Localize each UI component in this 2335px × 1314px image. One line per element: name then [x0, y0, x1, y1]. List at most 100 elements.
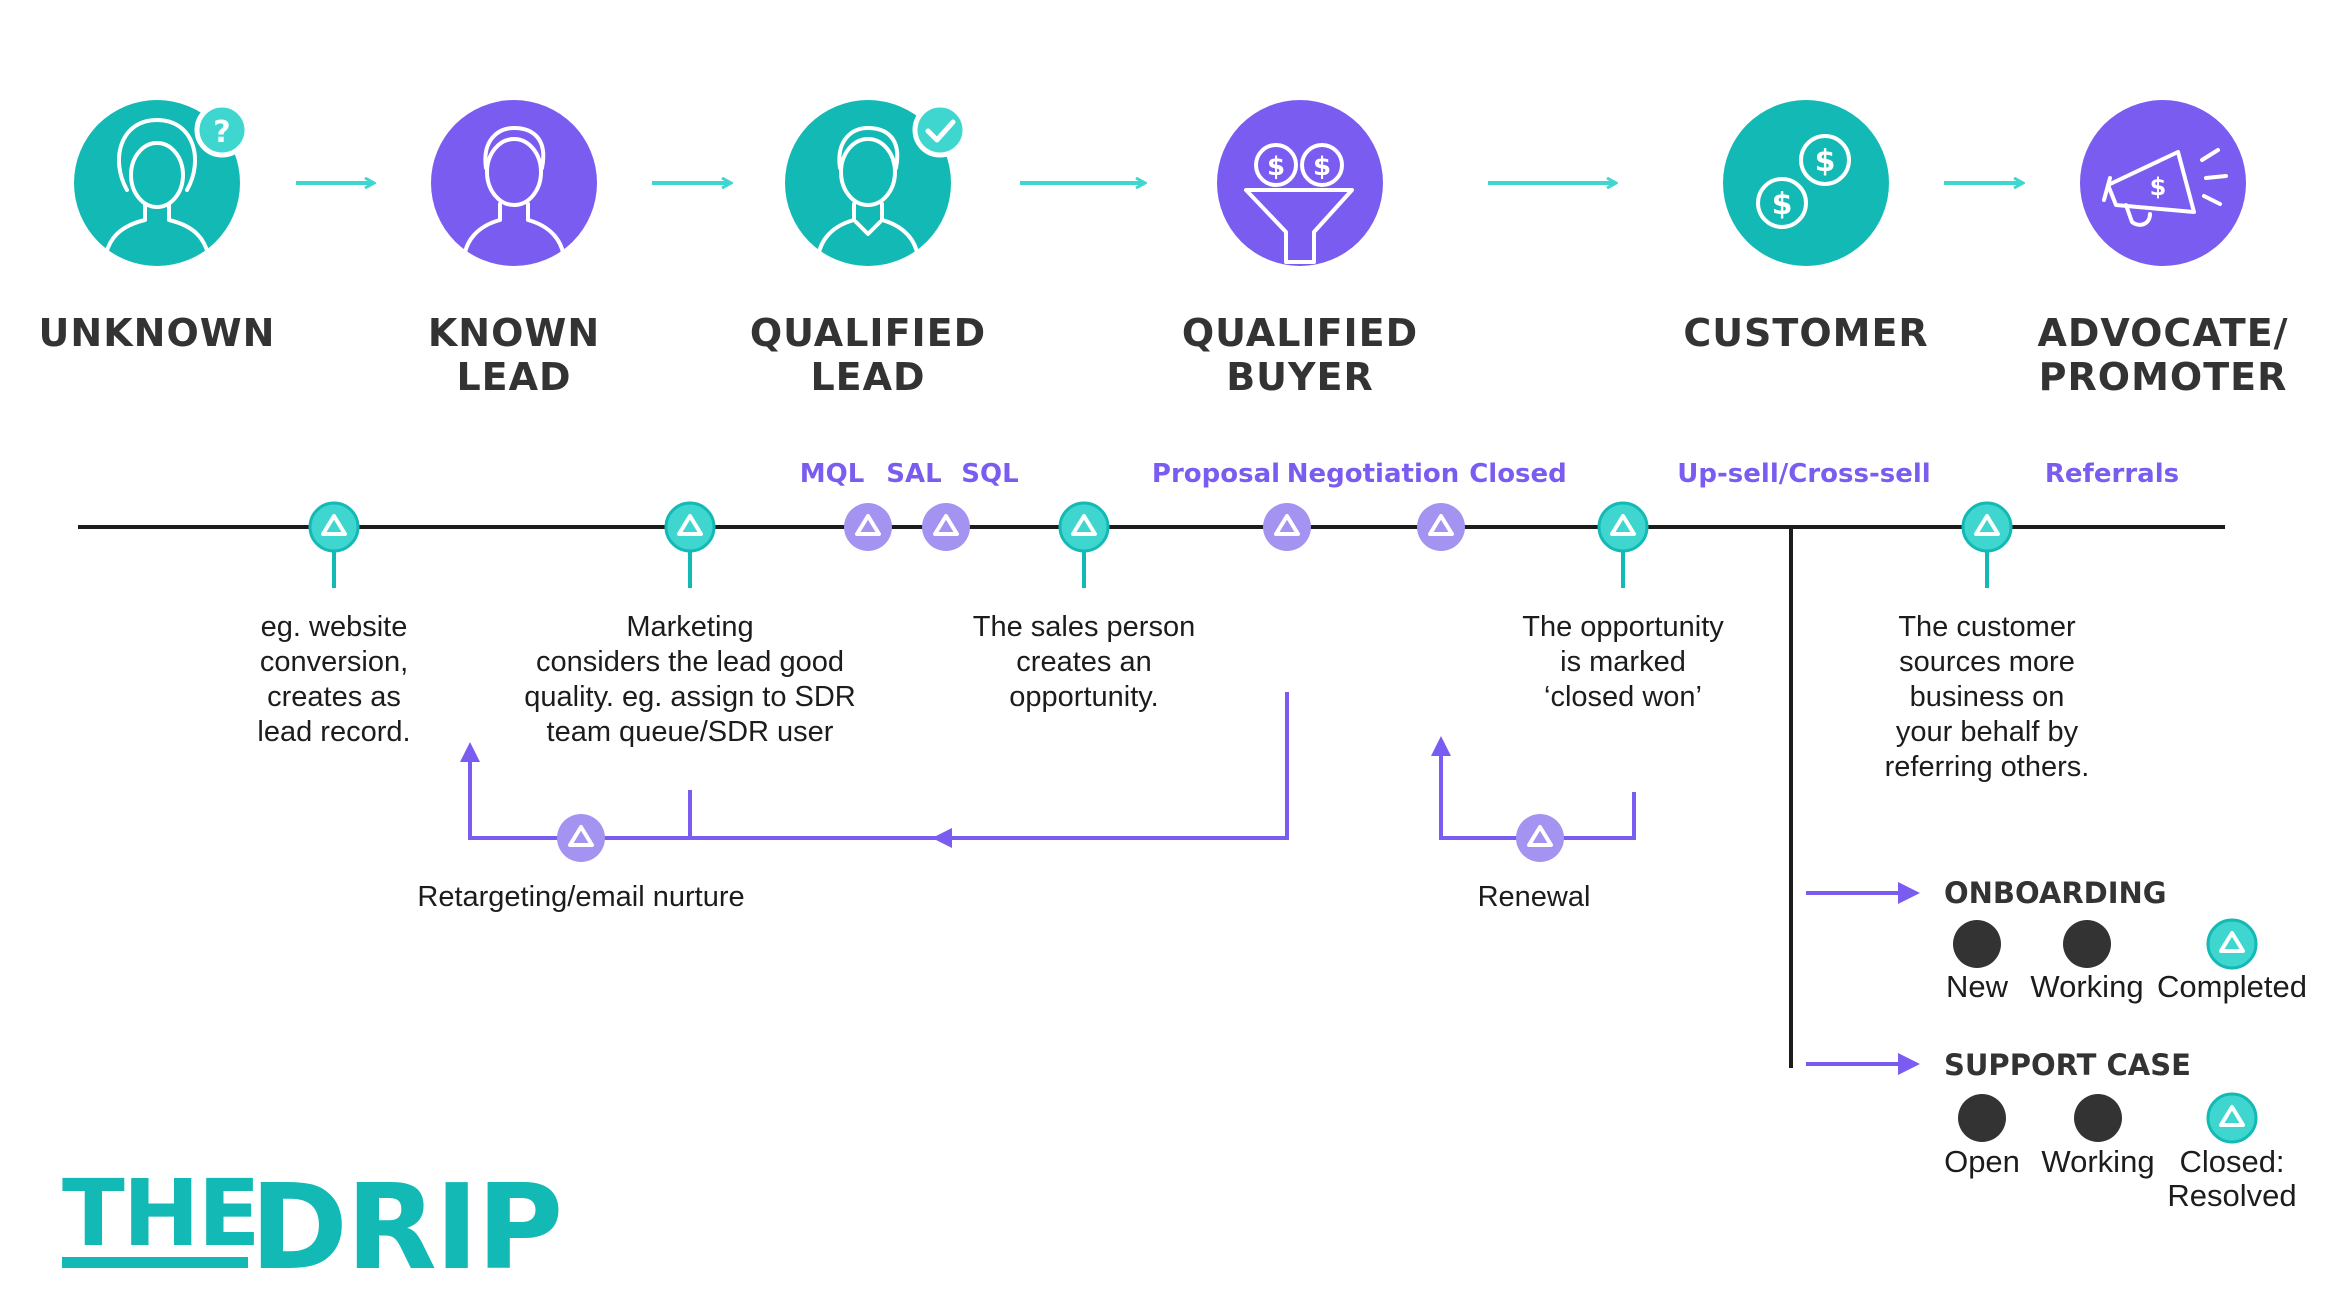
- arrow-head-icon: [1898, 882, 1920, 904]
- triangle-icon: [2219, 1105, 2245, 1127]
- arrow-head-icon: [1898, 1053, 1920, 1075]
- label-upsell: Up-sell/Cross-sell: [1677, 459, 1930, 489]
- loop-label-renewal: Renewal: [1478, 881, 1591, 913]
- timeline-labels: MQL SAL SQL Proposal Negotiation Closed …: [800, 459, 2179, 489]
- svg-text:$: $: [2150, 173, 2167, 201]
- description-referral: The customer sources more business on yo…: [1885, 611, 2090, 783]
- description-line: ‘closed won’: [1544, 681, 1702, 713]
- status-dot-open: [1958, 1094, 2006, 1142]
- svg-text:?: ?: [213, 115, 230, 150]
- description-line: sources more: [1899, 646, 2075, 678]
- description-line: your behalf by: [1896, 716, 2079, 748]
- stage-title: QUALIFIED: [1182, 311, 1418, 355]
- label-mql: MQL: [800, 459, 865, 489]
- stage-customer: $ $: [1723, 100, 1889, 266]
- description-closed-won: The opportunity is marked ‘closed won’: [1522, 611, 1724, 713]
- triangle-icon: [321, 514, 347, 536]
- status-label: Working: [2030, 969, 2143, 1004]
- dollar-coins-icon: $ $: [1756, 134, 1851, 229]
- arrow-up-icon: [460, 742, 480, 762]
- description-marketing: Marketing considers the lead good qualit…: [524, 611, 856, 748]
- svg-text:$: $: [1772, 187, 1793, 222]
- triangle-icon: [933, 514, 959, 536]
- stage-circle: [1723, 100, 1889, 266]
- description-line: referring others.: [1885, 751, 2090, 783]
- megaphone-dollar-icon: $: [2102, 148, 2228, 227]
- stage-title: ADVOCATE/: [2037, 311, 2288, 355]
- retargeting-loop: [460, 692, 1289, 848]
- stage-title: UNKNOWN: [39, 311, 276, 355]
- description-line: The sales person: [973, 611, 1195, 643]
- triangle-icon: [1527, 825, 1553, 847]
- loop-label-retargeting: Retargeting/email nurture: [417, 881, 744, 913]
- description-website: eg. website conversion, creates as lead …: [257, 611, 410, 748]
- person-check-icon: [816, 102, 968, 260]
- stage-title: CUSTOMER: [1683, 311, 1928, 355]
- description-line: team queue/SDR user: [547, 716, 834, 748]
- description-line: The opportunity: [1522, 611, 1724, 643]
- stage-title: LEAD: [810, 355, 925, 399]
- marker-sal: [922, 503, 970, 551]
- marker-closed-won: [1597, 501, 1649, 553]
- description-line: business on: [1910, 681, 2065, 713]
- person-question-icon: ?: [102, 102, 250, 264]
- description-line: Marketing: [626, 611, 753, 643]
- status-label: Open: [1944, 1144, 2020, 1179]
- status-dot-completed: [2206, 918, 2258, 970]
- description-line: The customer: [1898, 611, 2076, 643]
- status-dot-new: [1953, 920, 2001, 968]
- description-line: is marked: [1560, 646, 1686, 678]
- triangle-icon: [855, 514, 881, 536]
- status-label: Closed:: [2179, 1144, 2284, 1179]
- stage-qualified-buyer: $ $: [1217, 100, 1383, 266]
- status-dot-working: [2063, 920, 2111, 968]
- marker-opportunity: [1058, 501, 1110, 553]
- label-proposal: Proposal: [1152, 459, 1280, 489]
- marker-marketing: [664, 501, 716, 553]
- logo-drip: DRIP: [250, 1158, 561, 1296]
- logo-underline: [62, 1257, 248, 1268]
- timeline-markers: [308, 501, 2013, 862]
- status-label: Completed: [2157, 969, 2307, 1004]
- stage-qualified-lead: [785, 100, 968, 266]
- marker-mql: [844, 503, 892, 551]
- triangle-icon: [1274, 514, 1300, 536]
- status-label: Working: [2041, 1144, 2154, 1179]
- triangle-icon: [2219, 931, 2245, 953]
- money-funnel-icon: $ $: [1244, 143, 1354, 264]
- marker-negotiation: [1417, 503, 1465, 551]
- marker-lead-record: [308, 501, 360, 553]
- description-line: considers the lead good: [536, 646, 844, 678]
- marker-renewal: [1516, 814, 1564, 862]
- stage-circle: [2080, 100, 2246, 266]
- legend-title-onboarding: ONBOARDING: [1944, 876, 2167, 910]
- triangle-icon: [1974, 514, 2000, 536]
- svg-text:$: $: [1267, 152, 1285, 182]
- stage-title: PROMOTER: [2039, 355, 2288, 399]
- marker-referrals: [1961, 501, 2013, 553]
- description-sales: The sales person creates an opportunity.: [973, 611, 1195, 713]
- legend-onboarding: ONBOARDING New Working Completed: [1806, 876, 2307, 1004]
- stage-title: BUYER: [1226, 355, 1374, 399]
- status-dot-resolved: [2206, 1092, 2258, 1144]
- label-sql: SQL: [961, 459, 1018, 489]
- marker-retargeting: [557, 814, 605, 862]
- description-line: creates an: [1016, 646, 1151, 678]
- status-label: Resolved: [2167, 1178, 2296, 1213]
- stage-circle: [431, 100, 597, 266]
- label-sal: SAL: [886, 459, 941, 489]
- legend-support-case: SUPPORT CASE Open Working Closed: Resolv…: [1806, 1048, 2297, 1213]
- stage-unknown: ?: [74, 100, 250, 266]
- stage-advocate: $: [2080, 100, 2246, 266]
- legend-title-support: SUPPORT CASE: [1944, 1048, 2191, 1082]
- stage-circle: [1217, 100, 1383, 266]
- stage-circle: [785, 100, 951, 266]
- stage-title: QUALIFIED: [750, 311, 986, 355]
- the-drip-logo: THE DRIP: [62, 1158, 563, 1296]
- triangle-icon: [1610, 514, 1636, 536]
- stage-known-lead: [431, 100, 597, 266]
- description-line: quality. eg. assign to SDR: [524, 681, 856, 713]
- label-closed: Closed: [1469, 459, 1567, 489]
- description-line: eg. website: [261, 611, 408, 643]
